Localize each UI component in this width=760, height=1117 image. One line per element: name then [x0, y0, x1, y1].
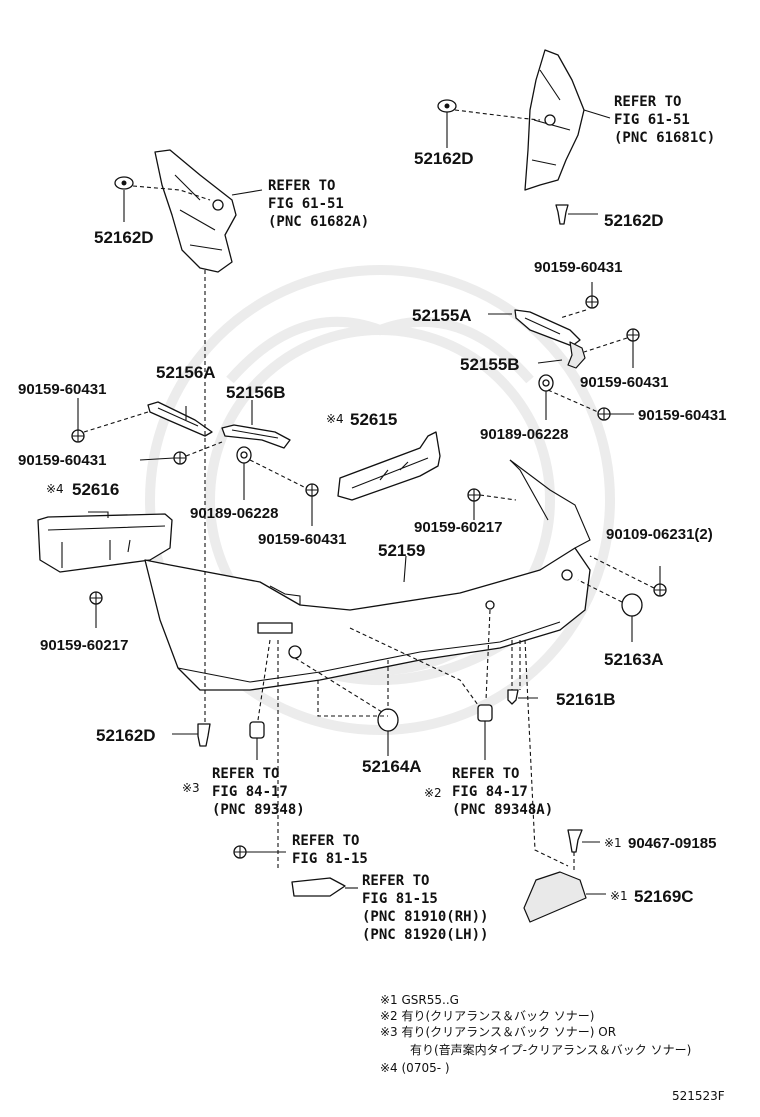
catalog-code: 521523F	[672, 1089, 725, 1103]
label-52155B: 52155B	[460, 355, 520, 374]
ref-br-line3: (PNC 89348A)	[452, 802, 553, 818]
marker-52169C: ※1	[610, 889, 628, 903]
leader-lines	[77, 109, 661, 895]
screw-90109-06231	[653, 583, 667, 597]
ref-tl-line3: (PNC 61682A)	[268, 214, 369, 230]
clip-52162D-top-left	[114, 176, 134, 190]
bumper-cover-52159	[144, 459, 591, 691]
label-90189-06228-left: 90189-06228	[190, 505, 278, 522]
clip-52162D-right	[555, 204, 569, 225]
label-90159-60431-f: 90159-60431	[258, 531, 346, 548]
screw-90159-60431-right	[626, 328, 640, 342]
energy-absorber-52615	[337, 431, 441, 501]
marker-52615: ※4	[326, 412, 344, 426]
label-90159-60431-d: 90159-60431	[18, 381, 106, 398]
label-52162D-right: 52162D	[604, 211, 664, 230]
clip-52162D-top-right	[437, 99, 457, 113]
ref-tr-line1: REFER TO	[614, 94, 681, 110]
label-90159-60217-left: 90159-60217	[40, 637, 128, 654]
label-90109-06231: 90109-06231(2)	[606, 526, 713, 543]
ref-br-line1: REFER TO	[452, 766, 519, 782]
ref-tl-line1: REFER TO	[268, 178, 335, 194]
label-52616: 52616	[72, 480, 119, 499]
label-90159-60431-a: 90159-60431	[534, 259, 622, 276]
label-52163A: 52163A	[604, 650, 664, 669]
screw-90159-60431-top	[585, 295, 599, 309]
nut-90189-06228-right	[538, 374, 554, 392]
marker-ref-right: ※2	[424, 786, 442, 800]
marker-ref-left: ※3	[182, 781, 200, 795]
label-52164A: 52164A	[362, 757, 422, 776]
footnote-2: ※2 有り(クリアランス＆バック ソナー)	[380, 1009, 594, 1023]
retainer-52155B	[567, 341, 586, 369]
ref-81b-line4: (PNC 81920(LH))	[362, 927, 488, 943]
screw-90159-60431-left-b	[173, 451, 187, 465]
footnote-3b: 有り(音声案内タイプ-クリアランス＆バック ソナー)	[410, 1042, 691, 1057]
label-90189-06228-right: 90189-06228	[480, 426, 568, 443]
ref-tl-line2: FIG 61-51	[268, 196, 344, 212]
label-52159: 52159	[378, 541, 425, 560]
label-52156A: 52156A	[156, 363, 216, 382]
ref-bl-line3: (PNC 89348)	[212, 802, 305, 818]
label-52161B: 52161B	[556, 690, 616, 709]
reference-notes: REFER TO FIG 61-51 (PNC 61682A) REFER TO…	[212, 94, 715, 943]
cap-52163A	[621, 593, 643, 617]
label-52162D-top-right: 52162D	[414, 149, 474, 168]
ref-br-line2: FIG 84-17	[452, 784, 528, 800]
label-52156B: 52156B	[226, 383, 286, 402]
ref-81a-line2: FIG 81-15	[292, 851, 368, 867]
footnotes: ※1 GSR55..G ※2 有り(クリアランス＆バック ソナー) ※3 有り(…	[380, 993, 725, 1103]
marker-52616: ※4	[46, 482, 64, 496]
ref-81a-line1: REFER TO	[292, 833, 359, 849]
reflector-lamp	[291, 877, 346, 897]
label-52162D-top-left: 52162D	[94, 228, 154, 247]
left-side-retainer-bracket	[154, 149, 237, 273]
label-90159-60217-right: 90159-60217	[414, 519, 502, 536]
energy-absorber-52616	[37, 513, 173, 573]
back-sonar-sensor-right	[477, 704, 493, 722]
ref-81b-line3: (PNC 81910(RH))	[362, 909, 488, 925]
retainer-52156A	[147, 401, 213, 437]
ref-81b-line1: REFER TO	[362, 873, 429, 889]
label-90159-60431-e: 90159-60431	[18, 452, 106, 469]
retainer-52155A	[514, 309, 581, 347]
screw-fig-81-15	[233, 845, 247, 859]
label-52162D-bottom-left: 52162D	[96, 726, 156, 745]
clip-52162D-bottom-left	[197, 723, 211, 747]
clip-90467-09185	[567, 829, 583, 853]
screw-90159-60217-left	[89, 591, 103, 605]
watermark-emblem	[145, 265, 615, 735]
screw-90159-60431-left-a	[71, 429, 85, 443]
ref-tr-line2: FIG 61-51	[614, 112, 690, 128]
footnote-1: ※1 GSR55..G	[380, 993, 459, 1007]
ref-tr-line3: (PNC 61681C)	[614, 130, 715, 146]
marker-90467: ※1	[604, 836, 622, 850]
label-52169C: 52169C	[634, 887, 694, 906]
ref-81b-line2: FIG 81-15	[362, 891, 438, 907]
back-sonar-sensor-left	[249, 721, 265, 739]
screw-90159-60431-lower-right	[597, 407, 611, 421]
label-52155A: 52155A	[412, 306, 472, 325]
label-90159-60431-b: 90159-60431	[580, 374, 668, 391]
clip-52161B	[507, 689, 519, 705]
footnote-4: ※4 (0705- )	[380, 1061, 450, 1075]
cap-52164A	[377, 708, 399, 732]
screw-90159-60431-center	[305, 483, 319, 497]
part-labels: 52162D 52162D 52162D 90159-60431 52155A …	[18, 149, 726, 906]
footnote-3: ※3 有り(クリアランス＆バック ソナー) OR	[380, 1025, 616, 1039]
retainer-52156B	[221, 424, 291, 449]
screw-90159-60217-right	[467, 488, 481, 502]
label-90159-60431-c: 90159-60431	[638, 407, 726, 424]
bracket-52169C	[523, 871, 587, 923]
ref-bl-line2: FIG 84-17	[212, 784, 288, 800]
nut-90189-06228-left	[236, 446, 252, 464]
label-52615: 52615	[350, 410, 397, 429]
right-side-retainer-bracket	[524, 49, 585, 191]
ref-bl-line1: REFER TO	[212, 766, 279, 782]
label-90467-09185: 90467-09185	[628, 835, 716, 852]
